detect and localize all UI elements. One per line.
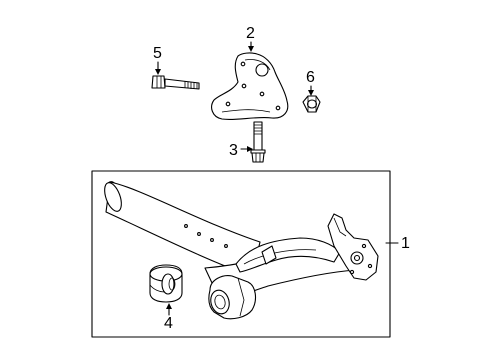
callout-4-label: 4: [164, 315, 173, 332]
callout-6-label: 6: [306, 69, 315, 86]
callout-2-label: 2: [246, 25, 255, 42]
bolt-part-3: [250, 121, 266, 163]
callout-5-label: 5: [153, 45, 162, 62]
bolt-part-5: [151, 75, 200, 90]
bracket-part-2: [211, 52, 289, 120]
callout-3-label: 3: [229, 142, 238, 159]
bushing-part-4: [149, 264, 183, 303]
axle-assembly-part-1: [104, 181, 379, 320]
callout-1-label: 1: [401, 235, 410, 252]
axle-frame: [91, 170, 391, 338]
leader-arrows: [155, 41, 399, 316]
nut-part-6: [302, 95, 321, 113]
